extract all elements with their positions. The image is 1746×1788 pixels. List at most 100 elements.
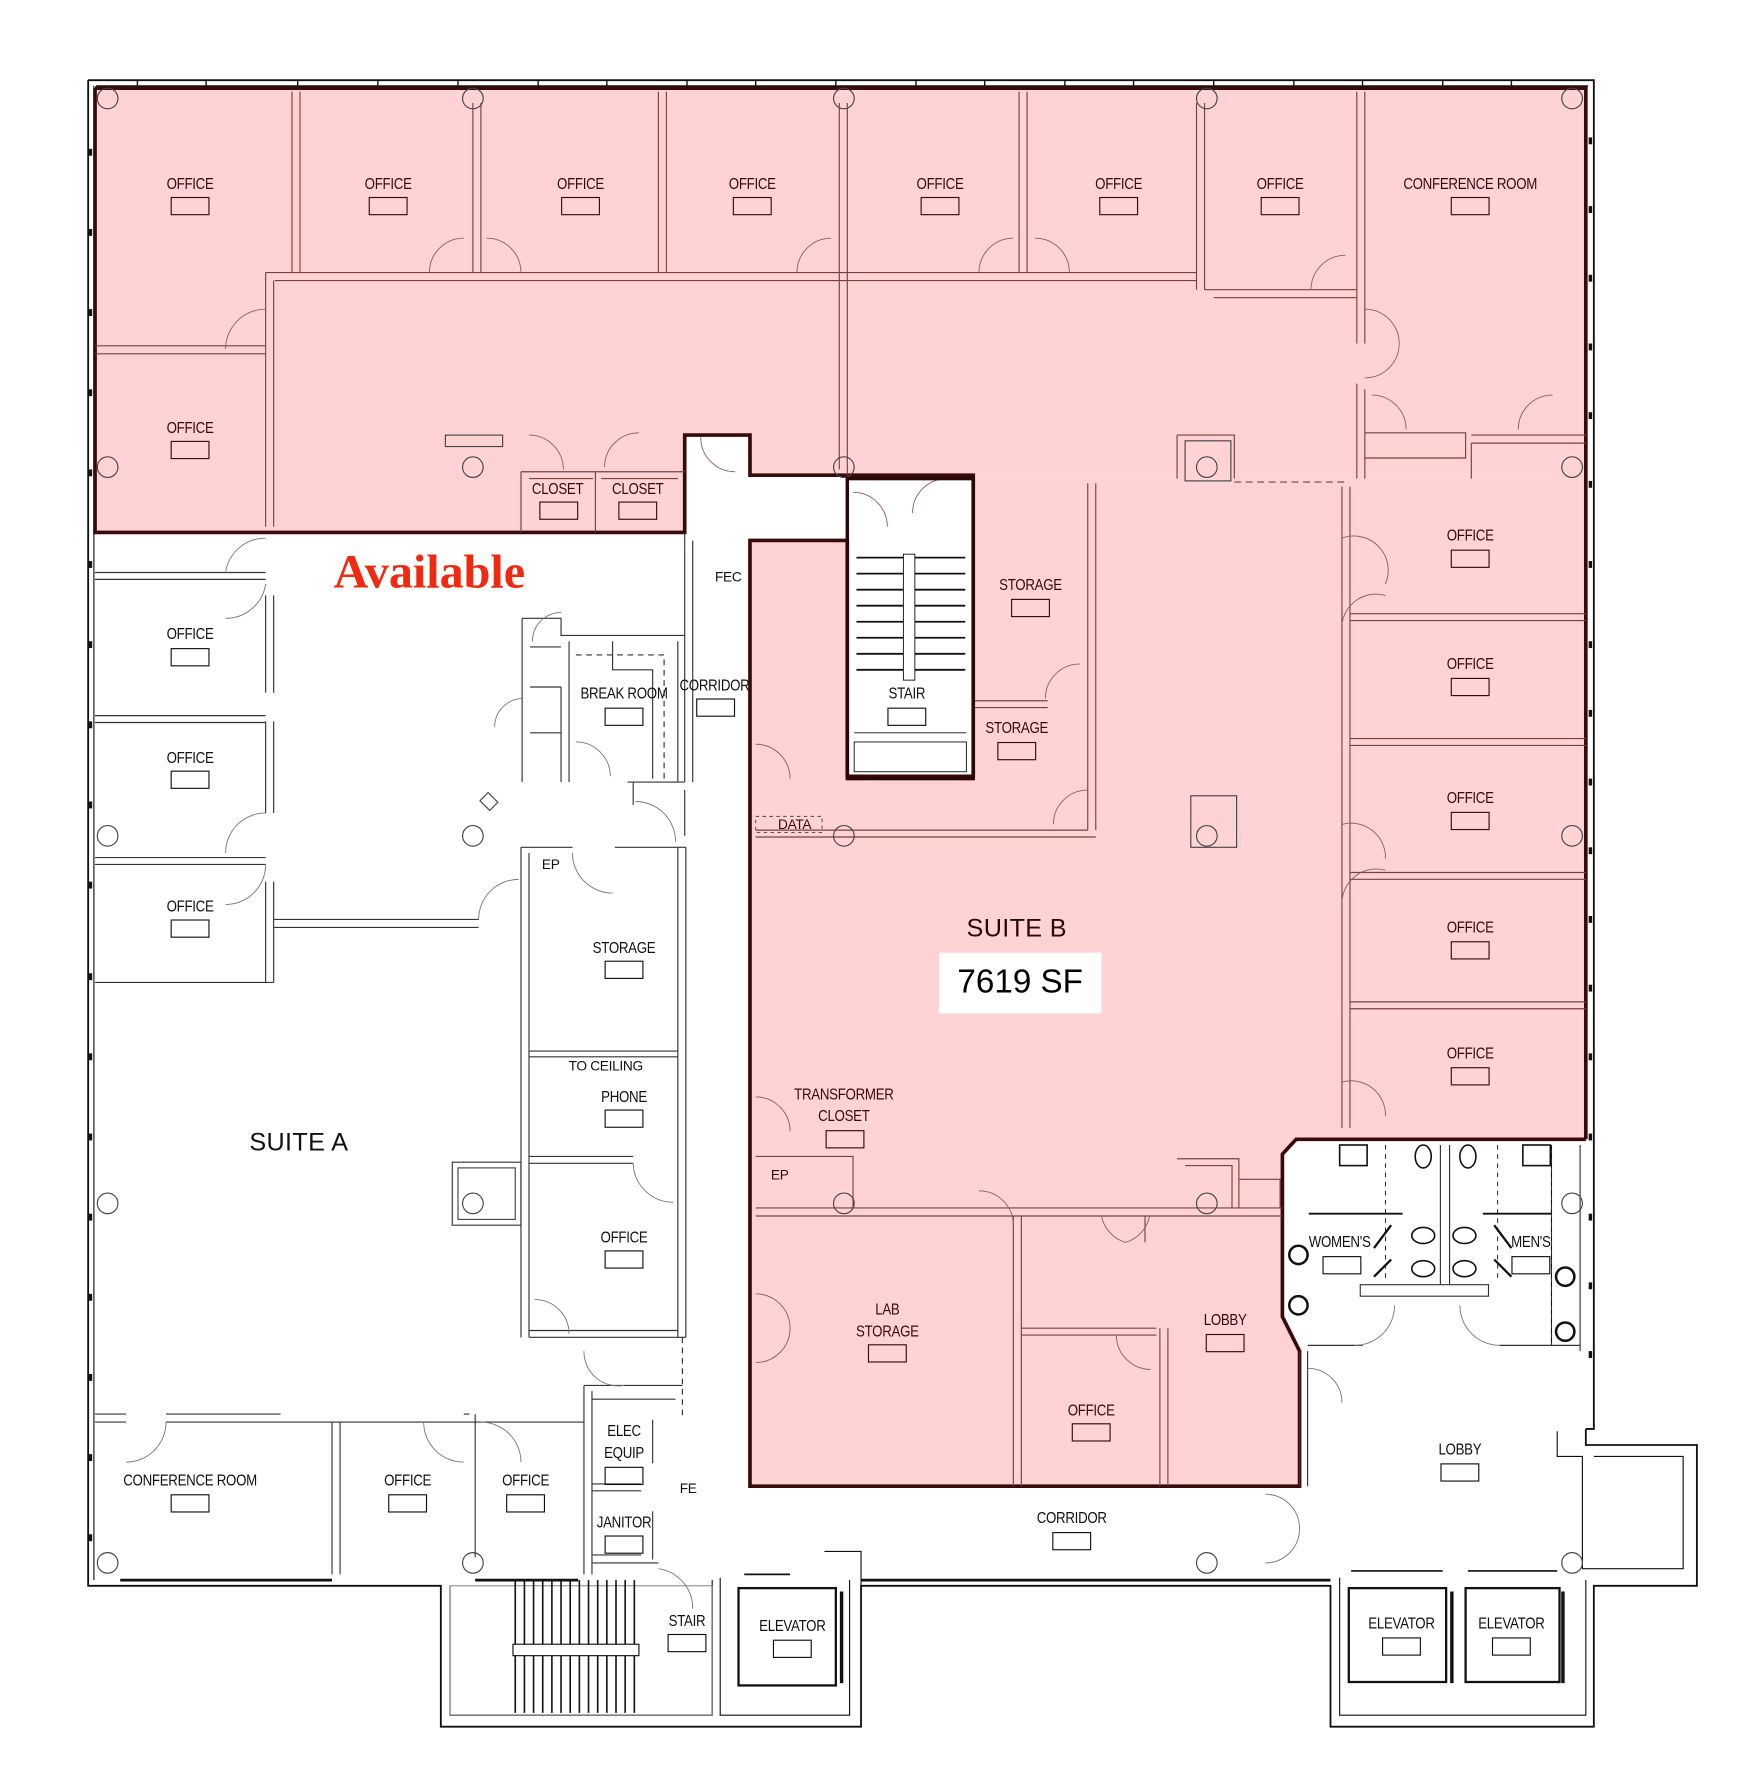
room-tag [388, 1494, 428, 1513]
room-tag [1440, 1463, 1480, 1482]
room-label-phone: PHONE [601, 1088, 647, 1106]
room-tag [1382, 1637, 1421, 1656]
room-label-office: OFFICE [600, 1228, 648, 1247]
room-tag [170, 770, 210, 789]
room-tag [887, 707, 927, 726]
room-label-elec: ELEC [607, 1422, 641, 1440]
structural-columns [96, 87, 1583, 1574]
room-tag [667, 1633, 707, 1653]
ep-label: EP [541, 856, 560, 873]
room-tag [1450, 677, 1490, 697]
room-label-corridor: CORRIDOR [679, 676, 750, 695]
room-tag [1322, 1256, 1362, 1275]
room-label-office: OFFICE [916, 175, 964, 193]
room-label-elevator: ELEVATOR [759, 1617, 826, 1635]
room-label-office: OFFICE [364, 175, 412, 193]
suite-b-area: 7619 SF [938, 952, 1102, 1014]
room-label-stair: STAIR [668, 1612, 706, 1630]
room-label-elevator: ELEVATOR [1478, 1614, 1545, 1632]
room-label-lobby: LOBBY [1438, 1440, 1482, 1458]
room-tag [825, 1130, 865, 1149]
data-label: DATA [778, 816, 812, 833]
room-label-elevator: ELEVATOR [1368, 1614, 1435, 1632]
room-label-office: OFFICE [1446, 789, 1494, 807]
south-stair [449, 1580, 713, 1716]
room-tag [618, 501, 658, 520]
room-tag [506, 1494, 546, 1513]
room-tag [696, 698, 736, 717]
room-label-janitor: JANITOR [596, 1513, 652, 1532]
room-tag [1052, 1532, 1092, 1551]
room-tag [170, 196, 210, 216]
room-tag [997, 741, 1037, 761]
room-tag [1205, 1333, 1245, 1353]
room-label-lab: LAB [875, 1301, 900, 1319]
room-label-storage: STORAGE [592, 939, 656, 957]
to-ceiling-note: TO CEILING [568, 1057, 644, 1075]
room-label-storage: STORAGE [999, 576, 1062, 594]
room-tag [368, 196, 408, 216]
room-tag [1011, 598, 1050, 618]
room-label-office: OFFICE [166, 625, 214, 643]
room-label-office: OFFICE [1446, 1044, 1494, 1062]
room-label-transformer: TRANSFORMER [794, 1085, 894, 1103]
room-label-office: OFFICE [502, 1471, 550, 1489]
room-label-closet: CLOSET [531, 480, 584, 498]
room-tag [170, 919, 210, 938]
room-label-office: OFFICE [1067, 1401, 1115, 1419]
room-label-office: OFFICE [1446, 918, 1494, 936]
room-tag [1450, 1067, 1490, 1086]
room-label-office: OFFICE [1446, 526, 1494, 545]
room-label-office: OFFICE [166, 419, 214, 437]
room-tag [1491, 1637, 1531, 1656]
room-tag [604, 707, 644, 726]
room-tag [867, 1344, 907, 1363]
room-label-office: OFFICE [1095, 175, 1143, 193]
fe-label: FE [679, 1480, 697, 1497]
door-swings-common [125, 537, 1500, 1609]
elevators [737, 1570, 1565, 1687]
room-label-conference: CONFERENCE ROOM [1403, 175, 1538, 193]
room-tag [1260, 196, 1300, 216]
room-label-corridor: CORRIDOR [1036, 1509, 1107, 1527]
room-label-lab-storage: STORAGE [856, 1322, 919, 1340]
room-label-elec-equip: EQUIP [604, 1444, 644, 1462]
room-label-office: OFFICE [728, 175, 776, 193]
room-label-office: OFFICE [1256, 175, 1304, 193]
room-label-lobby: LOBBY [1203, 1311, 1247, 1329]
suite-a-label: SUITE A [249, 1127, 349, 1157]
room-tag [539, 501, 579, 520]
door-swings [225, 237, 1553, 1370]
room-tag [1099, 196, 1139, 216]
room-label-storage: STORAGE [985, 719, 1049, 737]
room-tag [604, 1250, 644, 1269]
fec-label: FEC [714, 569, 742, 586]
room-tag [1450, 549, 1490, 568]
room-tag [920, 196, 960, 216]
available-label: Available [333, 546, 526, 599]
north-stair [845, 476, 975, 781]
room-label-break-room: BREAK ROOM [580, 684, 668, 703]
ep-label: EP [770, 1166, 789, 1183]
room-label-stair: STAIR [888, 684, 926, 703]
room-tag [732, 196, 772, 216]
room-tag [1450, 196, 1490, 216]
room-tag [772, 1639, 812, 1658]
available-area-fill [95, 88, 1586, 1487]
room-label-office: OFFICE [557, 175, 605, 193]
room-tag [604, 960, 644, 979]
room-tag [1511, 1256, 1551, 1275]
room-tag [1450, 941, 1490, 960]
room-label-office: OFFICE [166, 897, 214, 916]
room-label-office: OFFICE [166, 749, 214, 767]
room-label-mens: MEN'S [1511, 1233, 1551, 1251]
room-label-transformer-closet: CLOSET [818, 1107, 870, 1125]
room-tag [604, 1535, 644, 1554]
room-label-closet: CLOSET [612, 480, 664, 498]
room-tag [170, 1494, 210, 1513]
room-label-office: OFFICE [1446, 655, 1494, 673]
room-label-office: OFFICE [166, 175, 214, 193]
room-label-conference: CONFERENCE ROOM [123, 1471, 257, 1489]
